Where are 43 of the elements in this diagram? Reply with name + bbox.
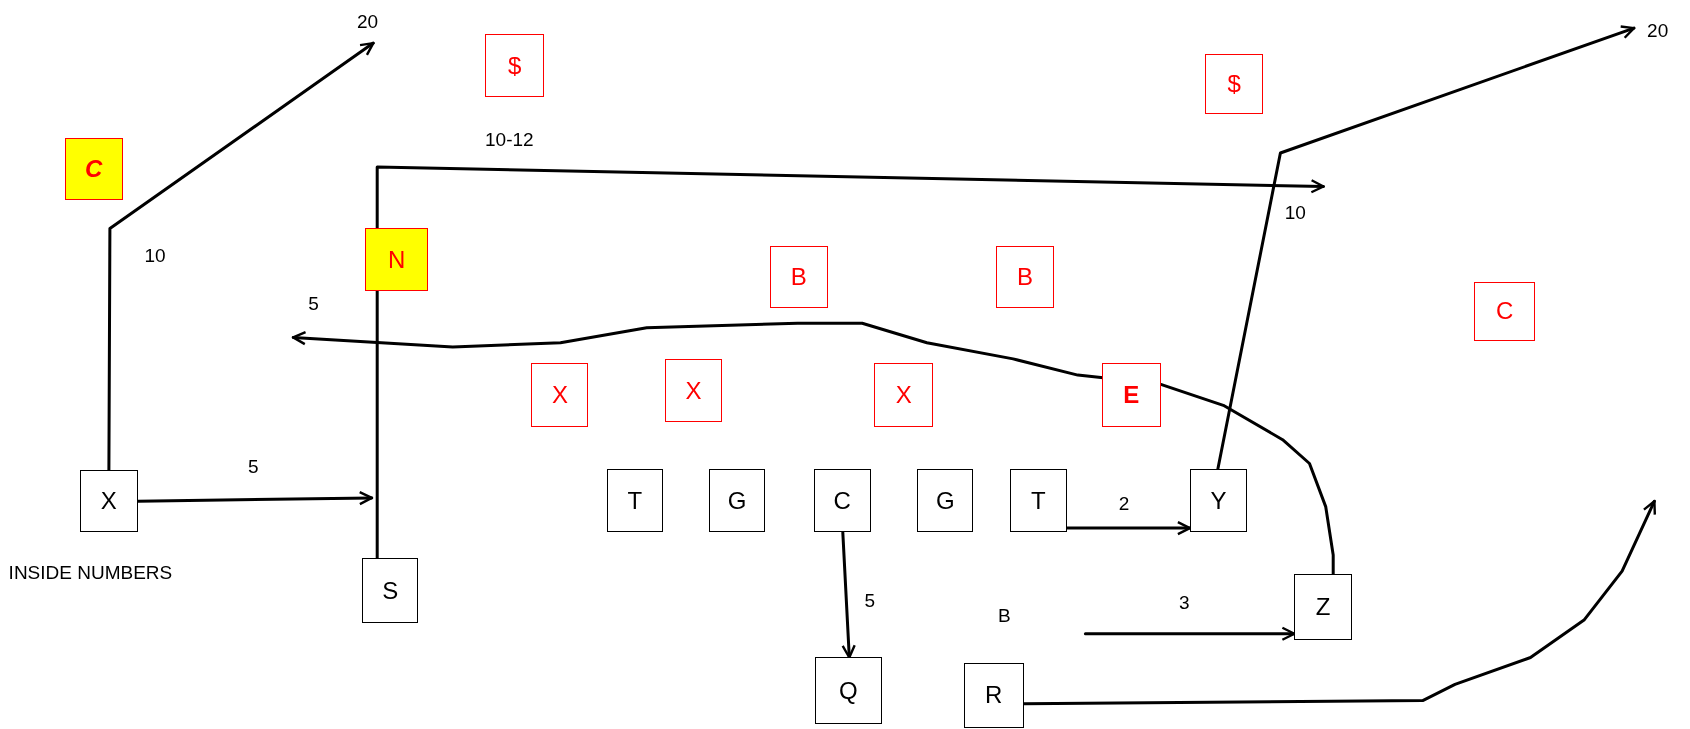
defender-box: C: [1474, 282, 1535, 341]
defender-box: N: [365, 228, 428, 291]
edge-label: 10: [1284, 202, 1306, 222]
defender-box: X: [874, 363, 934, 427]
route-arrow: [841, 530, 856, 659]
player-box: C: [813, 468, 871, 533]
route-arrow: [1065, 520, 1192, 536]
edge-label: 5: [864, 590, 875, 610]
caption-text: INSIDE NUMBERS: [8, 562, 173, 582]
defender-box: B: [769, 245, 828, 309]
edge-label: 10-12: [485, 130, 534, 150]
defender-box: X: [665, 358, 723, 423]
route-arrow: [1083, 626, 1296, 641]
route-depth-label: 20: [1633, 12, 1682, 50]
player-box: Q: [814, 657, 882, 725]
defender-box: C: [64, 137, 123, 201]
player-box: T: [606, 468, 663, 533]
defender-box: E: [1101, 363, 1161, 427]
player-box: X: [79, 469, 138, 533]
edge-label: 5: [308, 294, 319, 314]
defender-box: $: [1205, 53, 1264, 115]
route-arrow: [107, 41, 375, 472]
route-arrow: [136, 490, 374, 506]
edge-label: 10: [144, 245, 166, 265]
player-box: Z: [1294, 574, 1352, 641]
edge-label: 5: [247, 457, 259, 476]
route-arrow: [1216, 25, 1636, 471]
defender-box: $: [485, 34, 545, 97]
player-box: S: [362, 558, 419, 623]
player-box: Y: [1189, 468, 1247, 533]
route-arrow: [291, 321, 1335, 576]
route-arrow: [1022, 499, 1656, 706]
defender-box: X: [531, 363, 589, 427]
edge-label: 3: [1179, 592, 1190, 612]
player-box: G: [917, 468, 974, 533]
route-arrow: [375, 165, 1325, 560]
player-box: T: [1009, 468, 1067, 533]
route-depth-label: B: [998, 605, 1011, 625]
player-box: R: [963, 662, 1024, 728]
player-box: G: [709, 468, 766, 533]
route-depth-label: 20: [342, 0, 393, 44]
defender-box: B: [995, 245, 1055, 309]
edge-label: 2: [1118, 493, 1130, 513]
